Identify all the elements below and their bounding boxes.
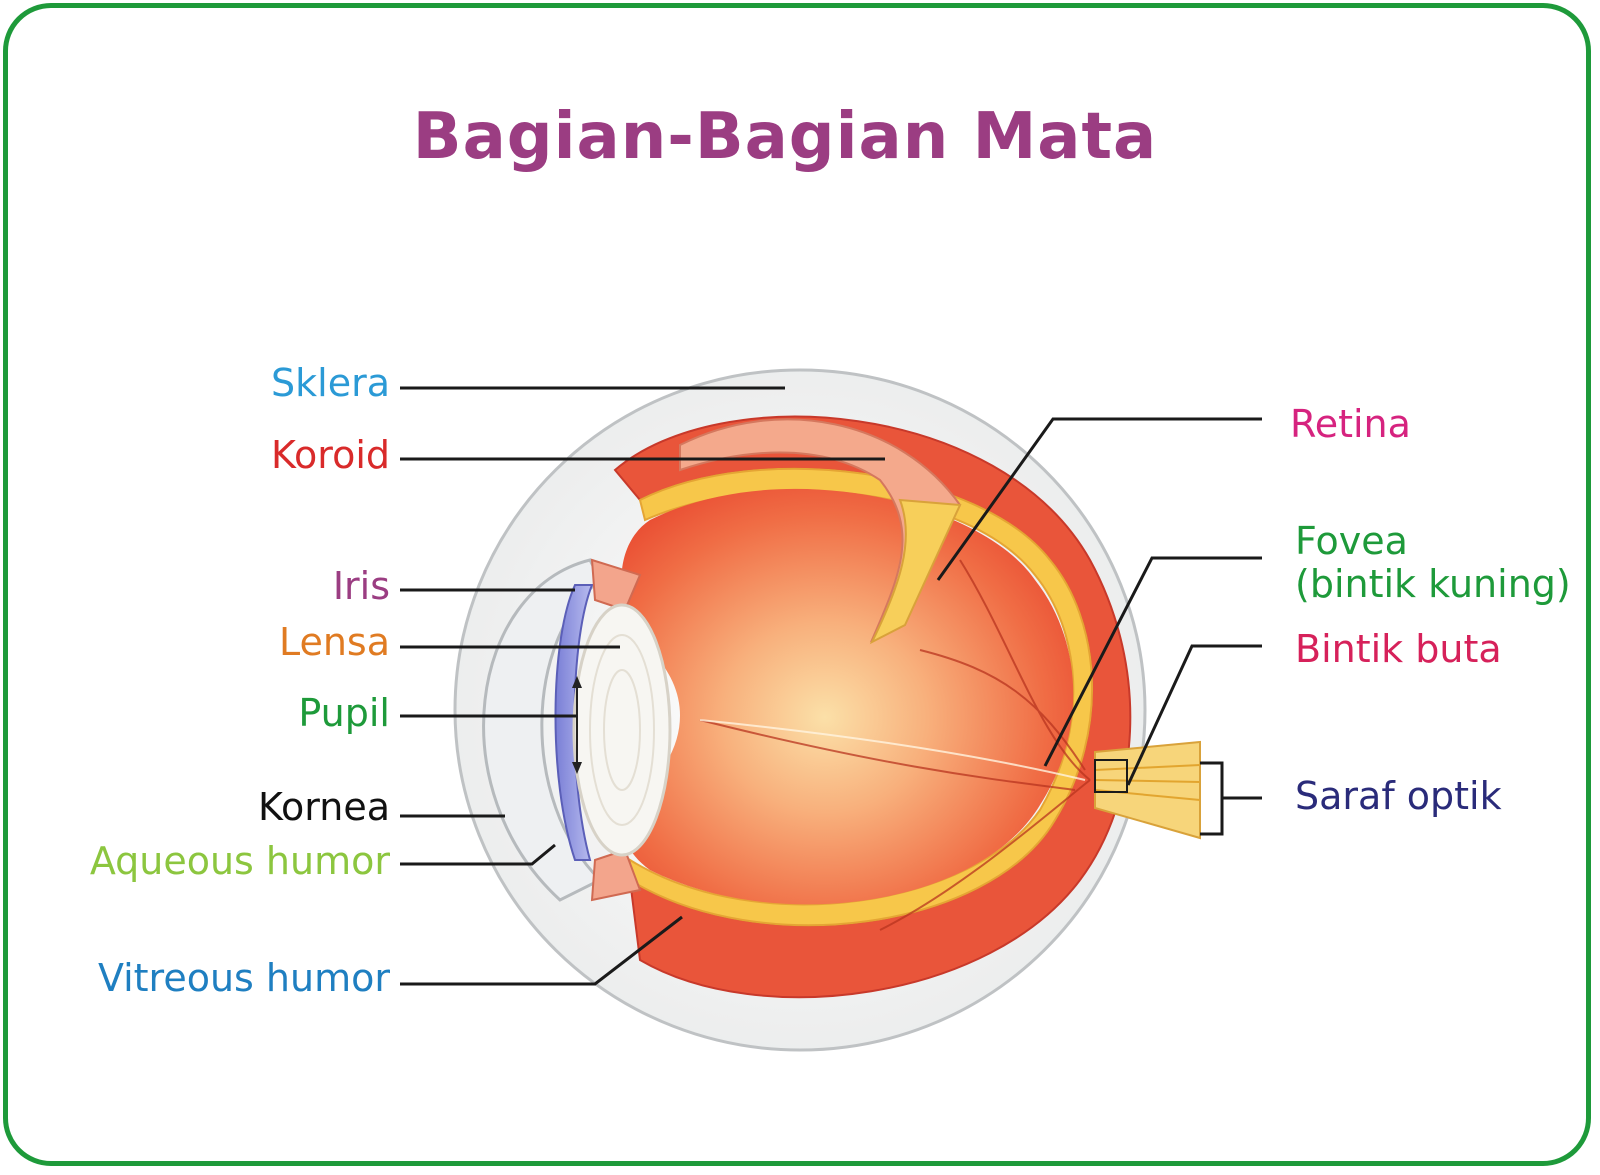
leader-fovea (1043, 556, 1262, 767)
label-fovea-subtitle: (bintik kuning) (1295, 562, 1571, 606)
label-vitreous-humor: Vitreous humor (97, 956, 390, 1000)
blood-vessels (699, 559, 1091, 931)
label-saraf-optik: Saraf optik (1295, 774, 1502, 818)
retina-flap-edge (869, 498, 962, 645)
vitreous-body (621, 488, 1074, 905)
label-aqueous-humor: Aqueous humor (89, 839, 390, 883)
label-kornea: Kornea (258, 785, 390, 829)
label-iris: Iris (332, 564, 390, 608)
leader-retina (936, 417, 1262, 581)
label-bintik-buta: Bintik buta (1295, 627, 1502, 671)
leader-aqueous (400, 843, 556, 866)
cornea-shape (482, 558, 603, 902)
diagram-title: Bagian-Bagian Mata (412, 100, 1158, 174)
retina-flap (679, 418, 962, 643)
label-koroid: Koroid (271, 433, 390, 477)
leader-bintik-buta (1126, 644, 1262, 786)
label-sklera: Sklera (271, 361, 390, 405)
label-retina: Retina (1290, 402, 1411, 446)
leader-lines (400, 386, 1262, 986)
lens-shape (572, 603, 672, 857)
bracket-saraf (1200, 761, 1224, 836)
label-fovea: Fovea (1295, 519, 1408, 563)
label-pupil: Pupil (298, 691, 390, 735)
label-lensa: Lensa (278, 620, 390, 664)
bintik-buta-marker (1094, 759, 1128, 793)
leader-vitreous (400, 915, 683, 986)
